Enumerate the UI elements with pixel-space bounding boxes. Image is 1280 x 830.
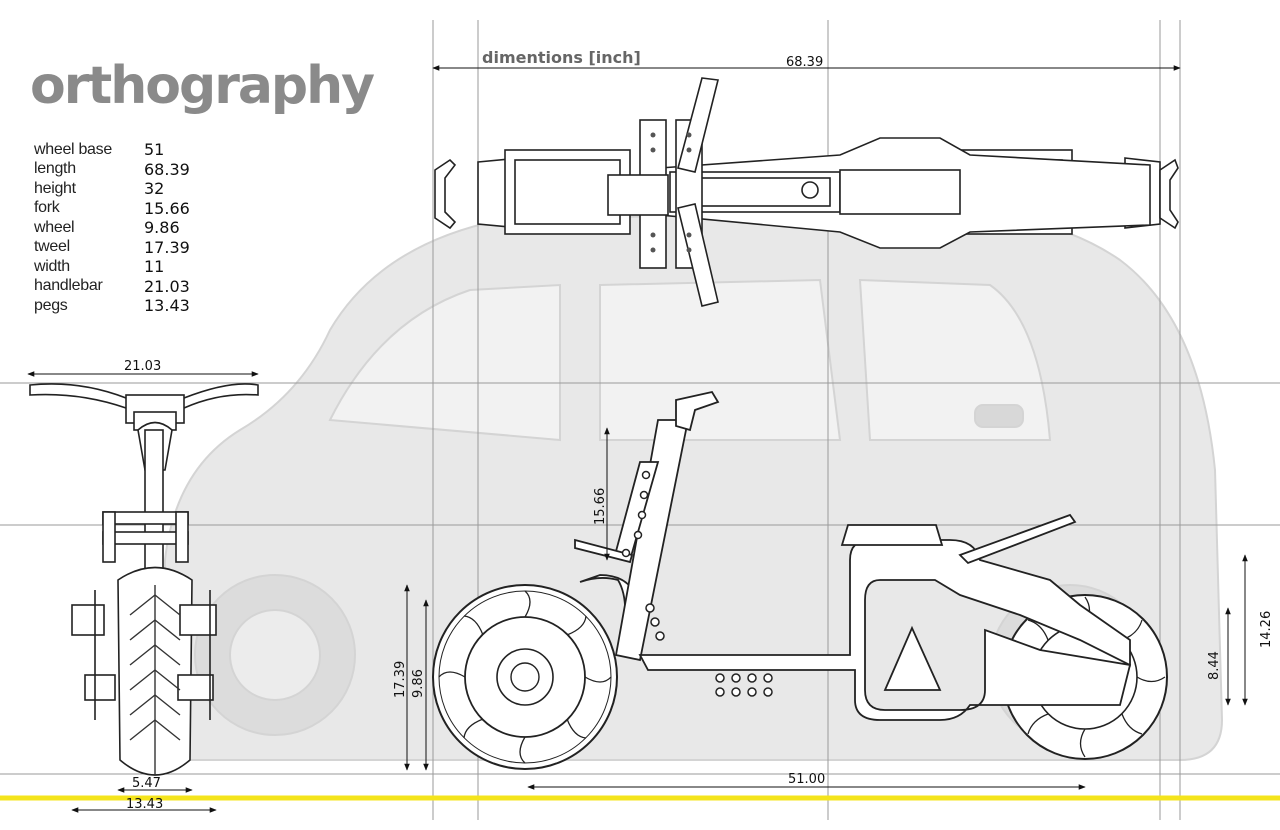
front-tweel-spokes [438,590,612,764]
dim-rear-wheel: 8.44 [1207,651,1222,680]
spec-label: wheel base [34,140,112,158]
spec-value: 17.39 [144,237,190,257]
spec-label: length [34,160,76,178]
spec-row-height: height 32 [34,179,190,199]
front-view-tread [129,585,181,775]
side-view-frame [574,390,1132,721]
spec-label: pegs [34,296,68,314]
spec-row-tweel: tweel 17.39 [34,238,190,258]
spec-value: 21.03 [144,276,190,296]
spec-label: fork [34,199,60,217]
spec-value: 13.43 [144,296,190,316]
spec-row-length: length 68.39 [34,160,190,180]
spec-label: tweel [34,238,70,256]
spec-row-pegs: pegs 13.43 [34,296,190,316]
side-view-bolts [621,470,773,697]
top-view-bolts [650,132,692,253]
spec-value: 32 [144,179,165,199]
spec-row-width: width 11 [34,257,190,277]
spec-label: wheel [34,218,75,236]
dim-wheel-base: 51.00 [788,772,825,787]
spec-value: 68.39 [144,159,190,179]
spec-label: height [34,179,76,197]
page-title: orthography [30,56,375,116]
spec-value: 51 [144,140,165,160]
spec-label: width [34,257,70,275]
spec-row-wheel-base: wheel base 51 [34,140,190,160]
spec-row-wheel: wheel 9.86 [34,218,190,238]
dim-overall-length: 68.39 [786,55,823,70]
spec-row-handlebar: handlebar 21.03 [34,277,190,297]
dim-rear-height: 14.26 [1259,611,1274,648]
spec-value: 11 [144,257,165,277]
dimensions-heading: dimentions [inch] [482,48,641,67]
spec-value: 9.86 [144,218,180,238]
spec-value: 15.66 [144,198,190,218]
dim-pegs-width: 13.43 [126,797,163,812]
side-view-front-tweel [432,584,618,770]
dim-wheel: 9.86 [411,669,426,698]
dim-tweel: 17.39 [393,661,408,698]
dim-tire-width: 5.47 [132,776,161,791]
spec-list: wheel base 51 length 68.39 height 32 fork 15… [34,140,190,316]
dimension-lines [27,65,1248,813]
dim-handlebar-width: 21.03 [124,359,161,374]
top-view-scooter [434,77,1179,307]
dim-fork: 15.66 [593,488,608,525]
spec-label: handlebar [34,277,103,295]
spec-row-fork: fork 15.66 [34,199,190,219]
